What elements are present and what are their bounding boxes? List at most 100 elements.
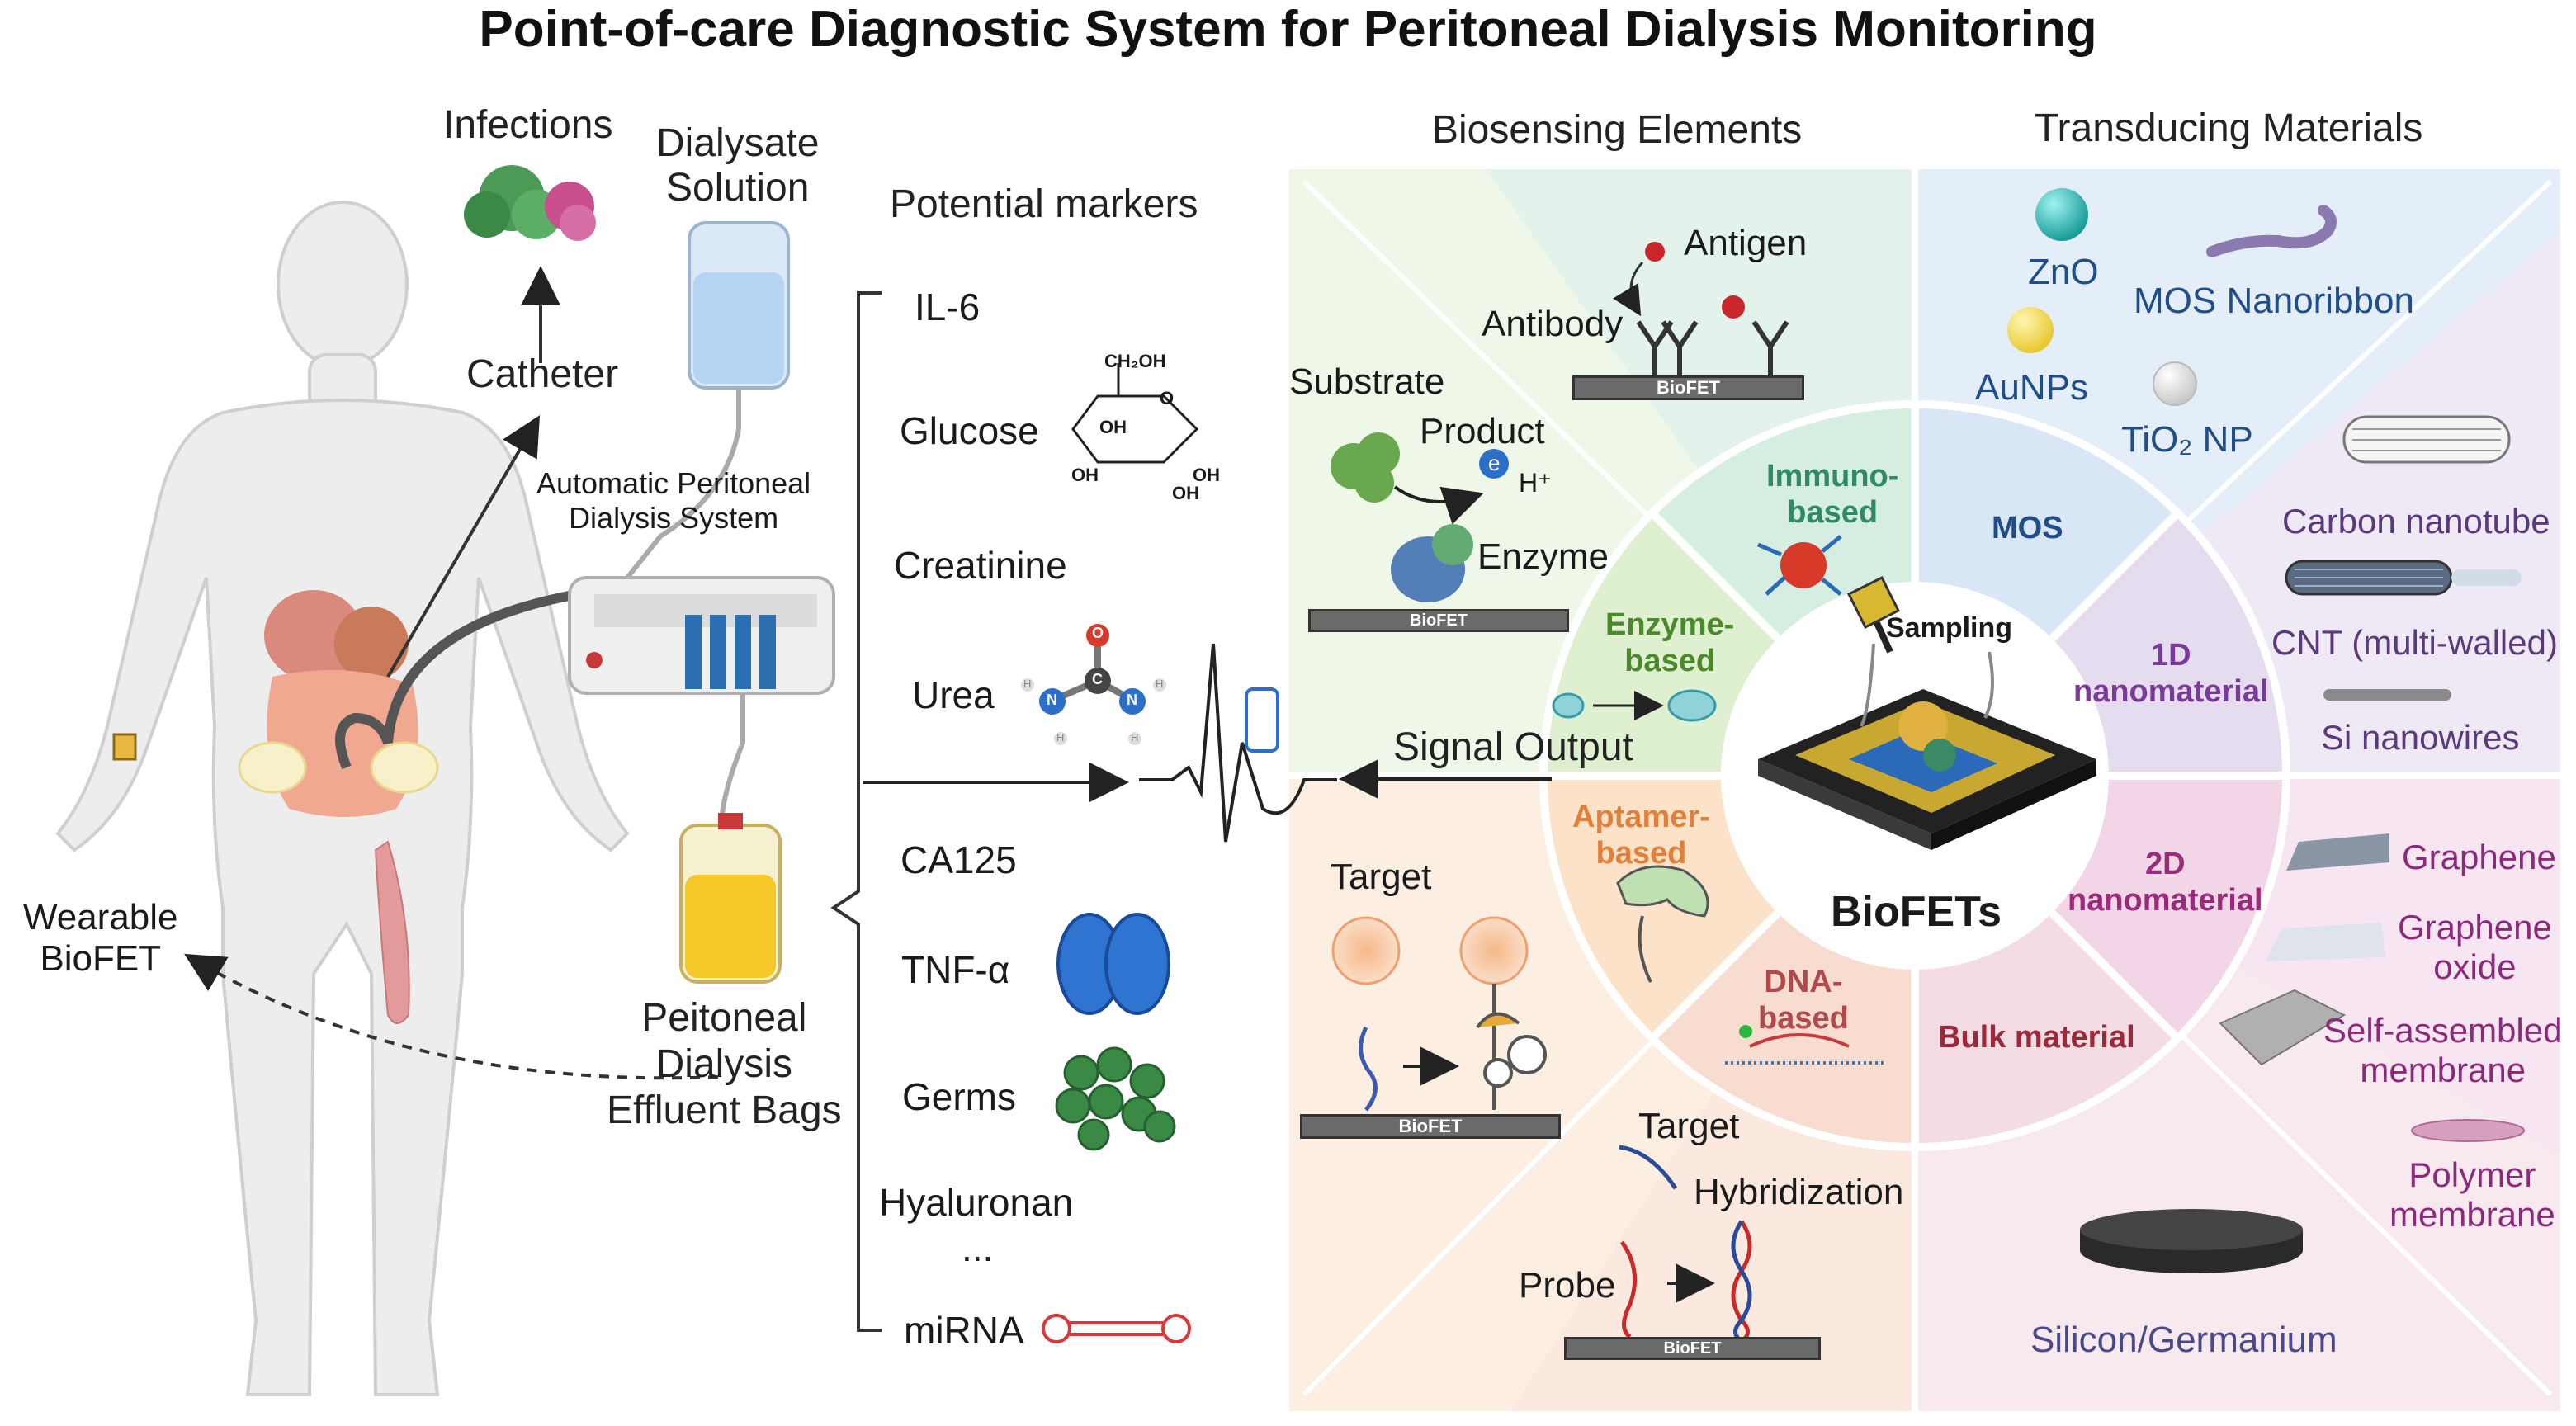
electron-label: e [1488,451,1501,475]
transducing-heading: Transducing Materials [2035,106,2423,150]
markers-heading: Potential markers [890,182,1198,226]
tnf-protein [1056,913,1170,1015]
marker-mirna: miRNA [904,1309,1024,1352]
tio2-label: TiO₂ NP [2121,419,2253,460]
catheter-label: Catheter [466,352,619,396]
sam-label: Self-assembled membrane [2323,1011,2563,1089]
target-cell-right [1459,916,1529,985]
marker-hyaluronan: Hyaluronan [879,1181,1074,1224]
marker-il6: IL-6 [915,286,981,328]
mos-nanoribbon-label: MOS Nanoribbon [2134,281,2414,321]
cnt-multiwalled-icon [2285,560,2522,596]
marker-tnf: TNF-α [901,948,1010,991]
chip-dna: BioFET [1564,1337,1821,1360]
polymer-label: Polymer membrane [2389,1155,2555,1234]
hybridization-label: Hybridization [1694,1172,1904,1212]
category-mos: MOS [1992,511,2063,545]
apd-label: Automatic Peritoneal Dialysis System [536,466,811,535]
target-aptamer-label: Target [1331,857,1432,897]
cnt-mw-label: CNT (multi-walled) [2271,623,2558,662]
signal-wave [1139,643,1337,843]
aunp-sphere [2007,307,2054,353]
chip-enzyme: BioFET [1308,609,1569,632]
glucose-o: O [1160,388,1175,408]
enzyme-icon [1391,524,1473,602]
urea-h1: H [1023,678,1032,690]
graphene-icon [2286,833,2389,871]
zno-sphere [2035,188,2088,241]
germs-cluster [1055,1046,1176,1151]
catheter-tube [335,589,579,770]
urea-o: O [1092,625,1104,641]
dialysate-label: Dialysate Solution [656,121,820,210]
biosensing-heading: Biosensing Elements [1432,108,1803,152]
category-dna: DNA- based [1758,965,1849,1036]
mos-nanoribbon-icon [2206,205,2337,257]
marker-urea: Urea [912,673,995,716]
chip-immuno: BioFET [1572,375,1804,400]
urea-h2: H [1056,731,1065,744]
biofet-device-icon [1758,689,2096,850]
polymer-membrane-icon [2411,1119,2525,1142]
graphene-oxide-icon [2266,923,2385,961]
sampling-label: Sampling [1886,612,2013,644]
product-label: Product [1420,411,1545,451]
target-dna-label: Target [1638,1106,1740,1146]
zno-label: ZnO [2028,252,2099,292]
aptamer-ring-icon [1616,865,1709,918]
antibody-label: Antibody [1482,304,1624,344]
effluent-label: Peitoneal Dialysis Effluent Bags [607,996,842,1132]
category-bulk: Bulk material [1938,1020,2135,1055]
antigen-label: Antigen [1684,223,1808,263]
chip-aptamer: BioFET [1300,1114,1561,1139]
infections-label: Infections [443,103,613,147]
glucose-oh-2: OH [1071,465,1099,485]
sam-icon [2219,989,2347,1066]
marker-glucose: Glucose [900,409,1039,452]
category-immuno: Immuno- based [1766,459,1899,530]
virus-icon [1757,535,1842,596]
category-1d: 1D nanomaterial [2073,638,2269,709]
glucose-oh-1: OH [1099,417,1127,437]
urea-h3: H [1156,678,1164,690]
glucose-structure [1071,363,1199,464]
category-enzyme: Enzyme- based [1605,607,1735,678]
substrate-label: Substrate [1289,361,1445,402]
marker-ca125: CA125 [900,838,1017,881]
glucose-oh-4: OH [1172,483,1199,503]
cnt-label: Carbon nanotube [2282,502,2550,541]
graphene-label: Graphene [2402,838,2556,876]
dialysis-machine [568,576,835,814]
dialysate-bag [625,221,790,579]
si-ge-label: Silicon/Germanium [2030,1320,2337,1360]
sector-backgrounds [1289,169,2560,1411]
page-title: Point-of-care Diagnostic System for Peri… [479,1,2097,58]
category-2d: 2D nanomaterial [2068,847,2263,918]
marker-creatinine: Creatinine [894,544,1067,587]
infection-germs [464,165,596,241]
marker-germs: Germs [902,1075,1016,1118]
substrate-icon [1331,432,1400,503]
probe-label: Probe [1519,1265,1616,1306]
urea-n2: N [1127,692,1137,708]
signal-output-label: Signal Output [1393,725,1633,769]
urea-c: C [1092,671,1103,687]
marker-ellipsis: ... [962,1226,994,1269]
urea-molecule [1021,624,1166,745]
organs [112,590,439,1024]
wearable-label: Wearable BioFET [23,897,178,979]
target-cell-left [1331,916,1401,985]
enzyme-label: Enzyme [1477,536,1609,577]
si-nw-label: Si nanowires [2321,718,2520,757]
urea-n1: N [1047,692,1057,708]
antibody-icons [1636,320,1789,388]
aptamer-folded-icon [1476,984,1547,1110]
category-aptamer: Aptamer- based [1572,800,1710,871]
graphene-oxide-label: Graphene oxide [2398,908,2552,986]
urea-h4: H [1131,731,1139,744]
dna-helix-icon [1731,1220,1752,1343]
glucose-ch2oh: CH₂OH [1104,351,1166,371]
markers-bracket [830,291,882,1332]
phone-icon [1245,687,1279,753]
